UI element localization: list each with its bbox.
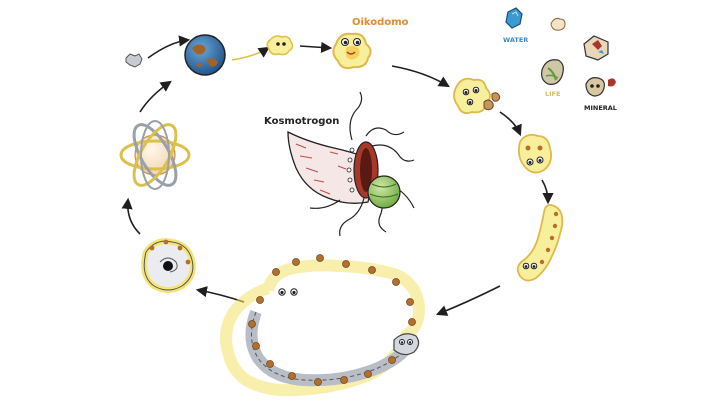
arrow-to-oikodomo (300, 46, 330, 48)
creature-cluster (454, 79, 500, 113)
life-leaf-icon (542, 60, 564, 85)
kosmotrogon-creature (288, 92, 414, 236)
arrow-to-cluster (392, 66, 448, 86)
creature-chain (519, 135, 551, 173)
kosmotrogon-label: Kosmotrogon (264, 116, 339, 127)
oikodomo-label: Oikodomo (352, 17, 409, 28)
mineral-rock-icon-2 (586, 78, 616, 96)
arrow-to-ring (438, 286, 500, 314)
black-hole-icon (144, 240, 193, 290)
water-crystal-icon (506, 8, 522, 28)
arrow-seed-to-planet (148, 40, 188, 58)
grey-seed (126, 54, 142, 67)
legend: WATER LIFE MINERAL (503, 8, 617, 112)
arrow-to-longchain (542, 180, 548, 202)
planet-icon (185, 35, 225, 75)
mineral-rock-icon (584, 36, 608, 60)
small-seed-icon (551, 18, 565, 30)
water-label: WATER (503, 36, 528, 44)
arrow-to-start (140, 82, 170, 112)
atom-icon (121, 119, 189, 192)
creature-ring (226, 255, 419, 391)
arrow-to-atom (128, 200, 140, 234)
small-yellow-creature (267, 36, 292, 55)
arrow-to-chain (500, 112, 520, 134)
creature-long-chain (518, 205, 563, 281)
oikodomo-creature (333, 34, 370, 68)
mineral-label: MINERAL (584, 104, 617, 112)
life-label: LIFE (545, 90, 560, 98)
arrow-planet-to-seed (232, 48, 268, 60)
